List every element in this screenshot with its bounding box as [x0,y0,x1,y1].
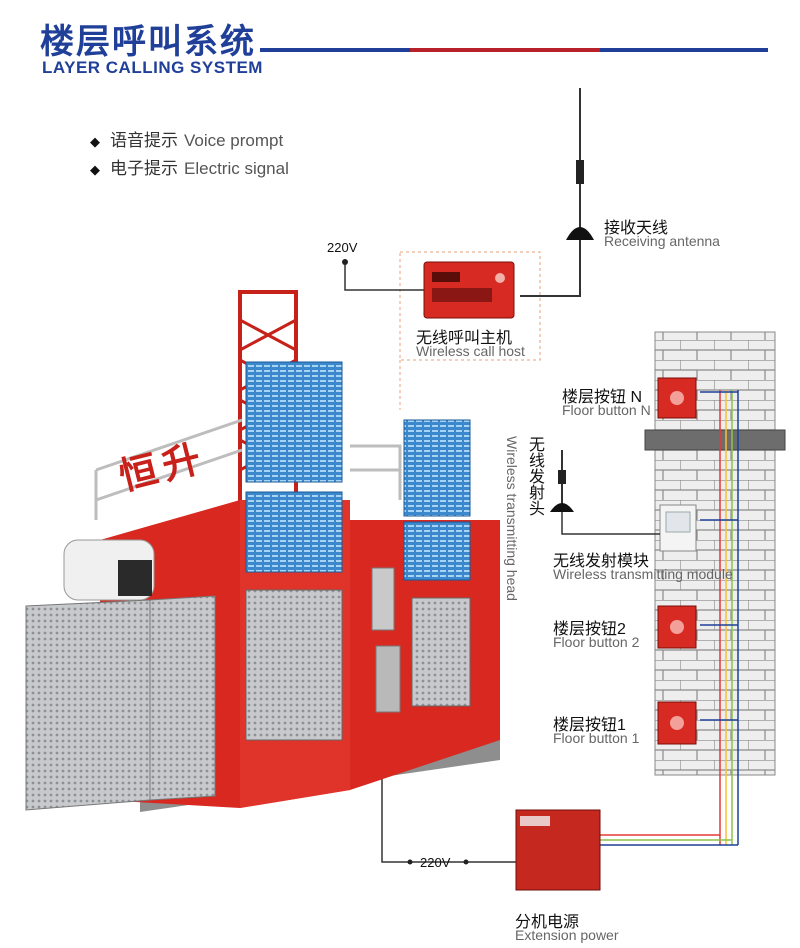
tx-module-label-en: Wireless transmitting module [553,566,733,582]
floor-button-n-device [657,377,697,419]
page-subtitle: LAYER CALLING SYSTEM [42,58,263,77]
floor-button-1-device [657,701,697,745]
floor-button-2-device [657,605,697,649]
title-rule-right [600,48,768,52]
tx-head-label-en: Wireless transmitting head [504,436,520,601]
floor-2-label-zh: 楼层按钮2 [553,621,626,638]
tx-head-label: 无线发射头 Wireless transmitting head [500,436,543,606]
host-label-en: Wireless call host [416,343,525,359]
wireless-call-host [342,251,541,410]
power-label-en: Extension power [515,927,619,943]
tx-module-label-zh: 无线发射模块 [553,553,650,570]
extension-power-device [381,650,601,891]
floor-1-label-zh: 楼层按钮1 [553,717,626,734]
floor-1-label-en: Floor button 1 [553,730,640,746]
antenna-label-zh: 接收天线 [604,220,669,237]
diamond-bullet-icon: ◆ [90,162,100,177]
tx-module-device [659,504,697,552]
receiving-antenna [520,88,594,297]
title-rule-mid [410,48,600,52]
wall-wiring [600,390,739,846]
tx-head-label-zh: 无线发射头 [526,436,543,516]
title-rule-left [260,48,410,52]
page-title: 楼层呼叫系统 [40,23,256,61]
power-label-zh: 分机电源 [515,914,580,931]
floor-n-label-en: Floor button N [562,402,651,418]
wireless-transmitting-head [550,450,660,535]
voltage-label-top: 220V [327,240,358,255]
diamond-bullet-icon: ◆ [90,134,100,149]
host-label-zh: 无线呼叫主机 [416,330,513,347]
voltage-label-bottom: 220V [420,855,451,870]
floor-n-label-zh: 楼层按钮 N [562,389,643,406]
floor-2-label-en: Floor button 2 [553,634,640,650]
construction-elevator [25,290,500,812]
antenna-label-en: Receiving antenna [604,233,720,249]
floor-slab [645,430,785,450]
